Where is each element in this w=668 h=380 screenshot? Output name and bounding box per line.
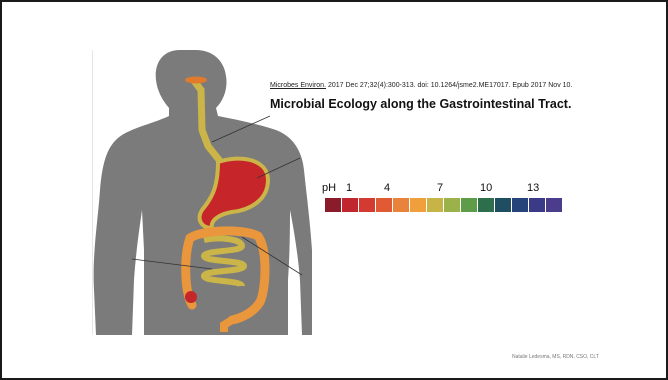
citation-details: 2017 Dec 27;32(4):300-313. doi: 10.1264/… (326, 82, 572, 89)
ph-number: 4 (384, 182, 390, 194)
ph-color-cell (546, 198, 562, 212)
citation-journal[interactable]: Microbes Environ. (270, 82, 326, 89)
ph-number: 10 (480, 182, 492, 194)
ph-color-cell (478, 198, 494, 212)
ph-color-cell (461, 198, 477, 212)
citation: Microbes Environ. 2017 Dec 27;32(4):300-… (270, 82, 572, 89)
ph-color-cell (393, 198, 409, 212)
ph-color-cell (512, 198, 528, 212)
ph-number: 7 (437, 182, 443, 194)
ph-label: pH (322, 182, 336, 194)
ph-color-cell (427, 198, 443, 212)
slide-title: Microbial Ecology along the Gastrointest… (270, 97, 571, 111)
ph-color-cell (495, 198, 511, 212)
ph-color-cell (444, 198, 460, 212)
author-credit: Natalie Ledesma, MS, RDN, CSO, CLT (512, 354, 599, 360)
gastrointestinal-illustration (92, 50, 312, 335)
ph-number: 1 (346, 182, 352, 194)
ph-color-cell (359, 198, 375, 212)
appendix (185, 291, 197, 303)
ph-color-scale (325, 198, 563, 212)
ph-number: 13 (527, 182, 539, 194)
ph-color-cell (325, 198, 341, 212)
ph-color-cell (376, 198, 392, 212)
ph-color-cell (529, 198, 545, 212)
ph-color-cell (410, 198, 426, 212)
ph-color-cell (342, 198, 358, 212)
ph-label-row: pH 1 4 7 10 13 (322, 182, 562, 198)
mouth (185, 77, 207, 84)
